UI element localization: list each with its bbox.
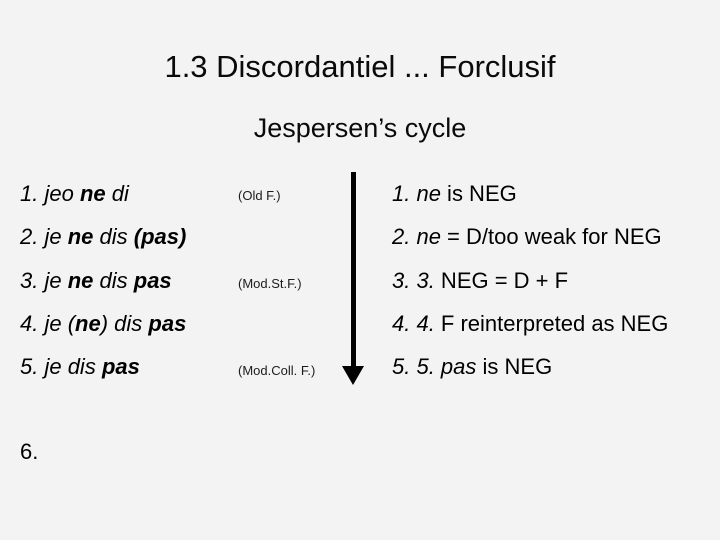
stage-3-analysis: 3. 3. NEG = D + F [392,268,569,293]
stage-4-analysis: 4. 4. F reinterpreted as NEG [392,311,669,336]
slide-title: 1.3 Discordantiel ... Forclusif [164,49,556,84]
down-arrow-head [342,366,364,385]
era-label-modern-standard-french: (Mod.St.F.) [238,276,302,291]
stage-1-french: 1. jeo ne di [20,181,129,206]
stage-6-french: 6. [20,439,39,464]
stage-5-analysis: 5. 5. pas is NEG [392,354,553,379]
stage-4-french: 4. je (ne) dis pas [20,311,187,336]
stage-1-analysis: 1. ne is NEG [392,181,517,206]
era-label-old-french: (Old F.) [238,188,281,203]
stage-2-analysis: 2. ne = D/too weak for NEG [392,224,662,249]
stage-3-french: 3. je ne dis pas [20,268,172,293]
era-label-modern-colloquial-french: (Mod.Coll. F.) [238,363,316,378]
slide-subtitle: Jespersen’s cycle [253,113,467,143]
stage-2-french: 2. je ne dis (pas) [20,224,187,249]
down-arrow-shaft [351,172,356,368]
stage-5-french: 5. je dis pas [20,354,140,379]
